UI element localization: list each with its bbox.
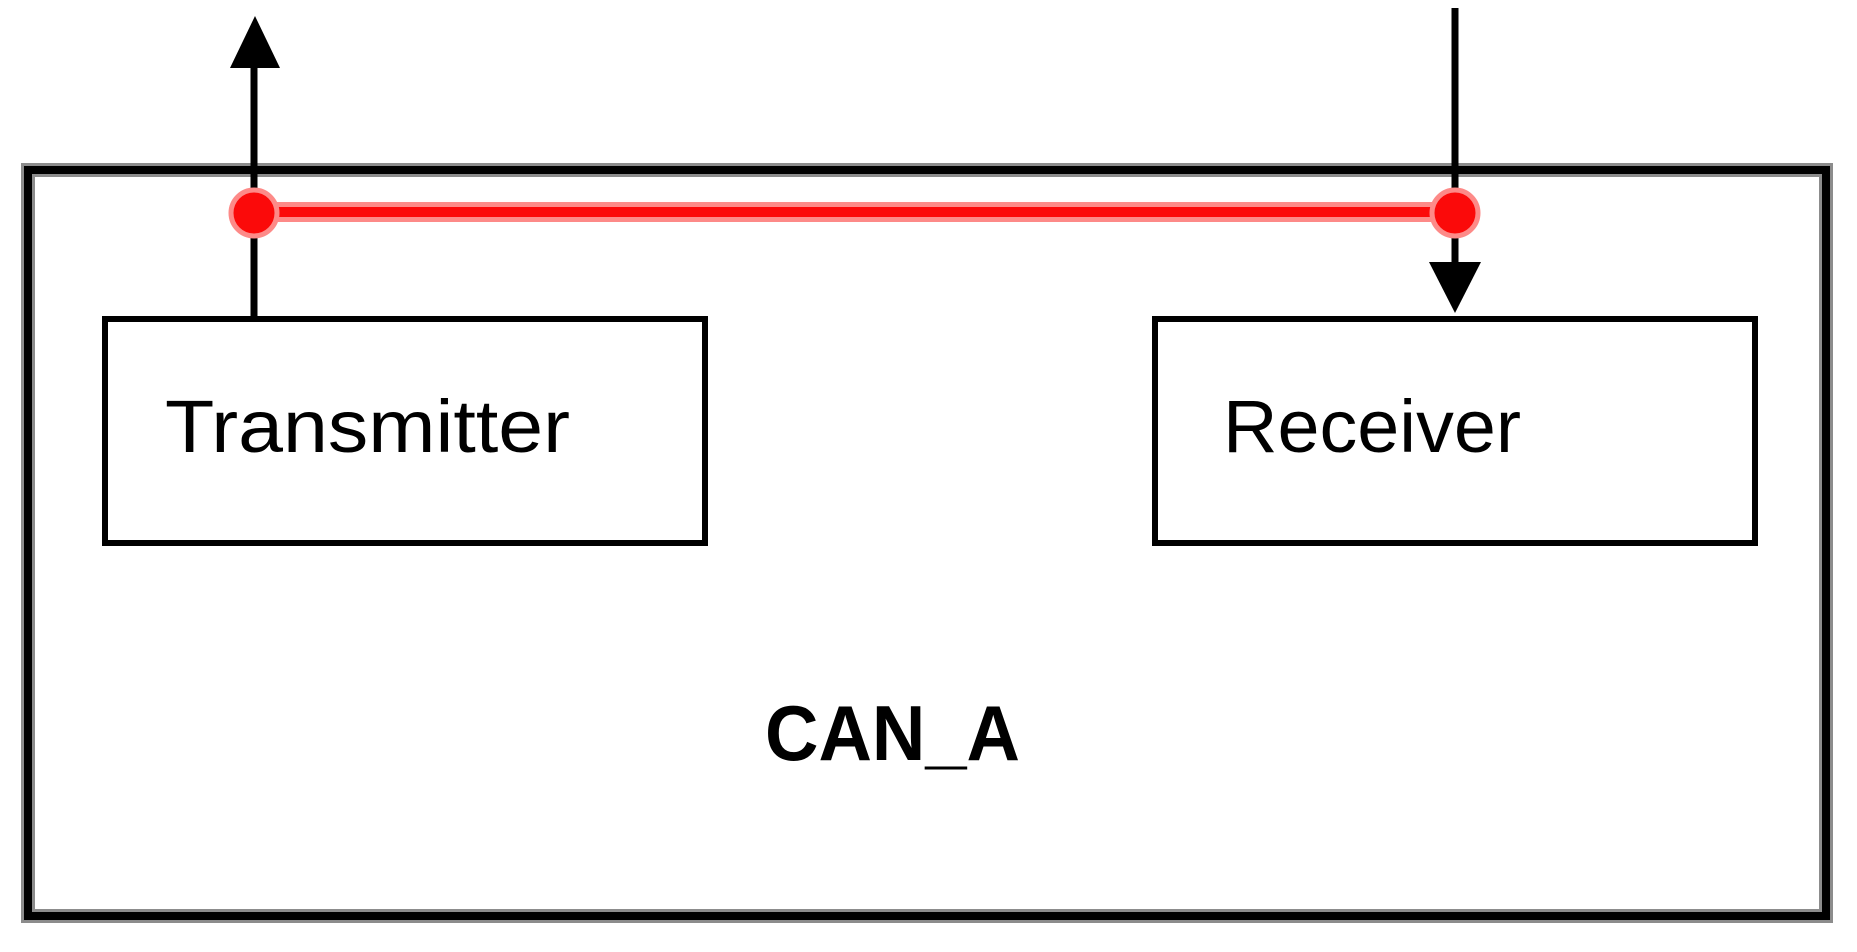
bus-node-dot-left xyxy=(228,187,280,239)
bus-node-dot-right xyxy=(1429,187,1481,239)
receiver-box xyxy=(1152,316,1758,546)
down-arrow-icon xyxy=(1429,262,1481,313)
transmitter-box xyxy=(102,316,708,546)
can-container-label: CAN_A xyxy=(765,689,1020,777)
transmitter-label: Transmitter xyxy=(165,385,570,468)
receiver-label: Receiver xyxy=(1223,385,1521,468)
can-controller-box xyxy=(24,166,1830,920)
up-arrow-icon xyxy=(230,16,280,68)
